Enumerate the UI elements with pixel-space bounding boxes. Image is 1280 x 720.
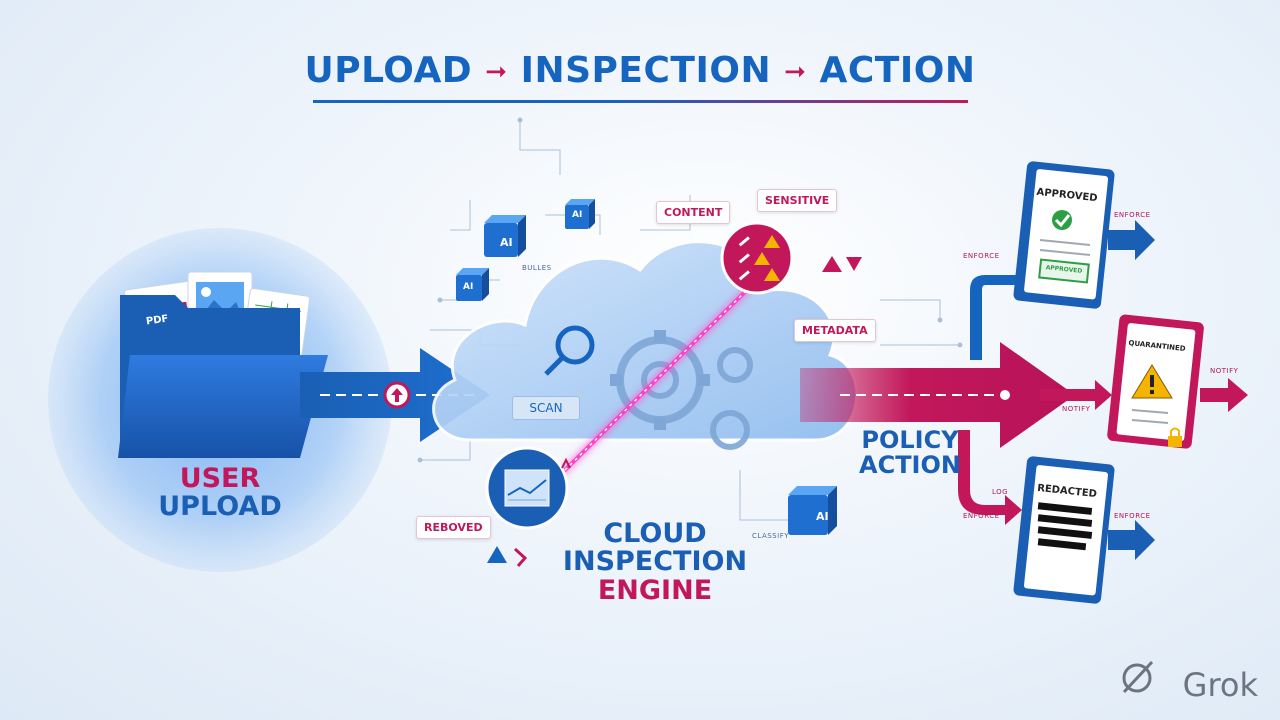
- ai-cube-3: [456, 268, 489, 301]
- approved-out-arrow: [1108, 220, 1155, 260]
- engine-line1: CLOUD: [603, 518, 707, 549]
- notify-in-label: NOTIFY: [1062, 405, 1091, 413]
- diagram-title: UPLOAD ➞ INSPECTION ➞ ACTION: [0, 50, 1280, 91]
- engine-line3: ENGINE: [597, 574, 713, 606]
- grok-watermark-text: Grok: [1182, 666, 1258, 704]
- enforce-bottom-out-label: ENFORCE: [1114, 512, 1151, 520]
- ai-cube-icons: [456, 199, 837, 535]
- enforce-top-in-label: ENFORCE: [963, 252, 1000, 260]
- ai-cube-4: [788, 486, 837, 535]
- scan-beam: [558, 278, 759, 477]
- notify-out-label: NOTIFY: [1210, 367, 1239, 375]
- user-upload-line1: USER: [179, 463, 261, 494]
- ai-cube-1-label: AI: [500, 236, 513, 249]
- redaction-scan-badge: [485, 446, 569, 530]
- cloud-inspection-engine-label: CLOUD INSPECTION ENGINE: [540, 518, 770, 606]
- removed-chip: REBOVED: [416, 516, 491, 539]
- policy-line2: ACTION: [859, 451, 961, 480]
- policy-line1: POLICY: [861, 426, 959, 454]
- user-upload-line2: UPLOAD: [158, 491, 282, 523]
- approved-document-card: [1013, 161, 1115, 309]
- metadata-chip: METADATA: [794, 319, 876, 342]
- title-arrow-1: ➞: [485, 57, 508, 87]
- branch-redacted: [958, 430, 1022, 525]
- upload-folder-icon: [118, 295, 328, 458]
- scan-label: SCAN: [512, 396, 580, 420]
- warning-icons-top: [822, 256, 862, 272]
- engine-line2: INSPECTION: [562, 546, 748, 578]
- enforce-bottom-in-label: ENFORCE: [963, 512, 1000, 520]
- log-label: LOG: [992, 488, 1009, 496]
- ai-cube-4-label: AI: [816, 510, 829, 523]
- title-action: ACTION: [819, 50, 976, 91]
- user-upload-label: USER UPLOAD: [130, 463, 310, 523]
- policy-arrow: [800, 342, 1075, 448]
- quarantined-document-card: [1107, 314, 1204, 449]
- title-arrow-2: ➞: [784, 57, 807, 87]
- rules-label: BULLES: [522, 264, 552, 272]
- ai-cube-3-label: AI: [463, 282, 474, 292]
- grok-logo-icon: [1122, 660, 1154, 694]
- title-inspection: INSPECTION: [520, 50, 772, 91]
- magnifier-icon: [544, 325, 595, 376]
- branch-quarantined: [1040, 380, 1112, 410]
- redacted-out-arrow: [1108, 520, 1155, 560]
- ai-cube-1: [484, 215, 526, 257]
- sensitive-chip: SENSITIVE: [757, 189, 838, 212]
- warning-icons-bottom: [487, 457, 571, 567]
- classify-label: CLASSIFY: [752, 532, 789, 540]
- grok-watermark: Grok: [1183, 666, 1258, 704]
- content-chip: CONTENT: [656, 201, 731, 224]
- ai-cube-2-label: AI: [572, 210, 583, 220]
- ai-cube-2: [565, 199, 595, 229]
- title-upload: UPLOAD: [304, 50, 473, 91]
- redacted-document-card: [1013, 456, 1115, 604]
- policy-action-label: POLICY ACTION: [850, 426, 970, 480]
- enforce-top-out-label: ENFORCE: [1114, 211, 1151, 219]
- title-underline: [313, 100, 968, 103]
- sensitive-checklist-badge: [720, 221, 794, 295]
- quarantined-out-arrow: [1200, 378, 1248, 412]
